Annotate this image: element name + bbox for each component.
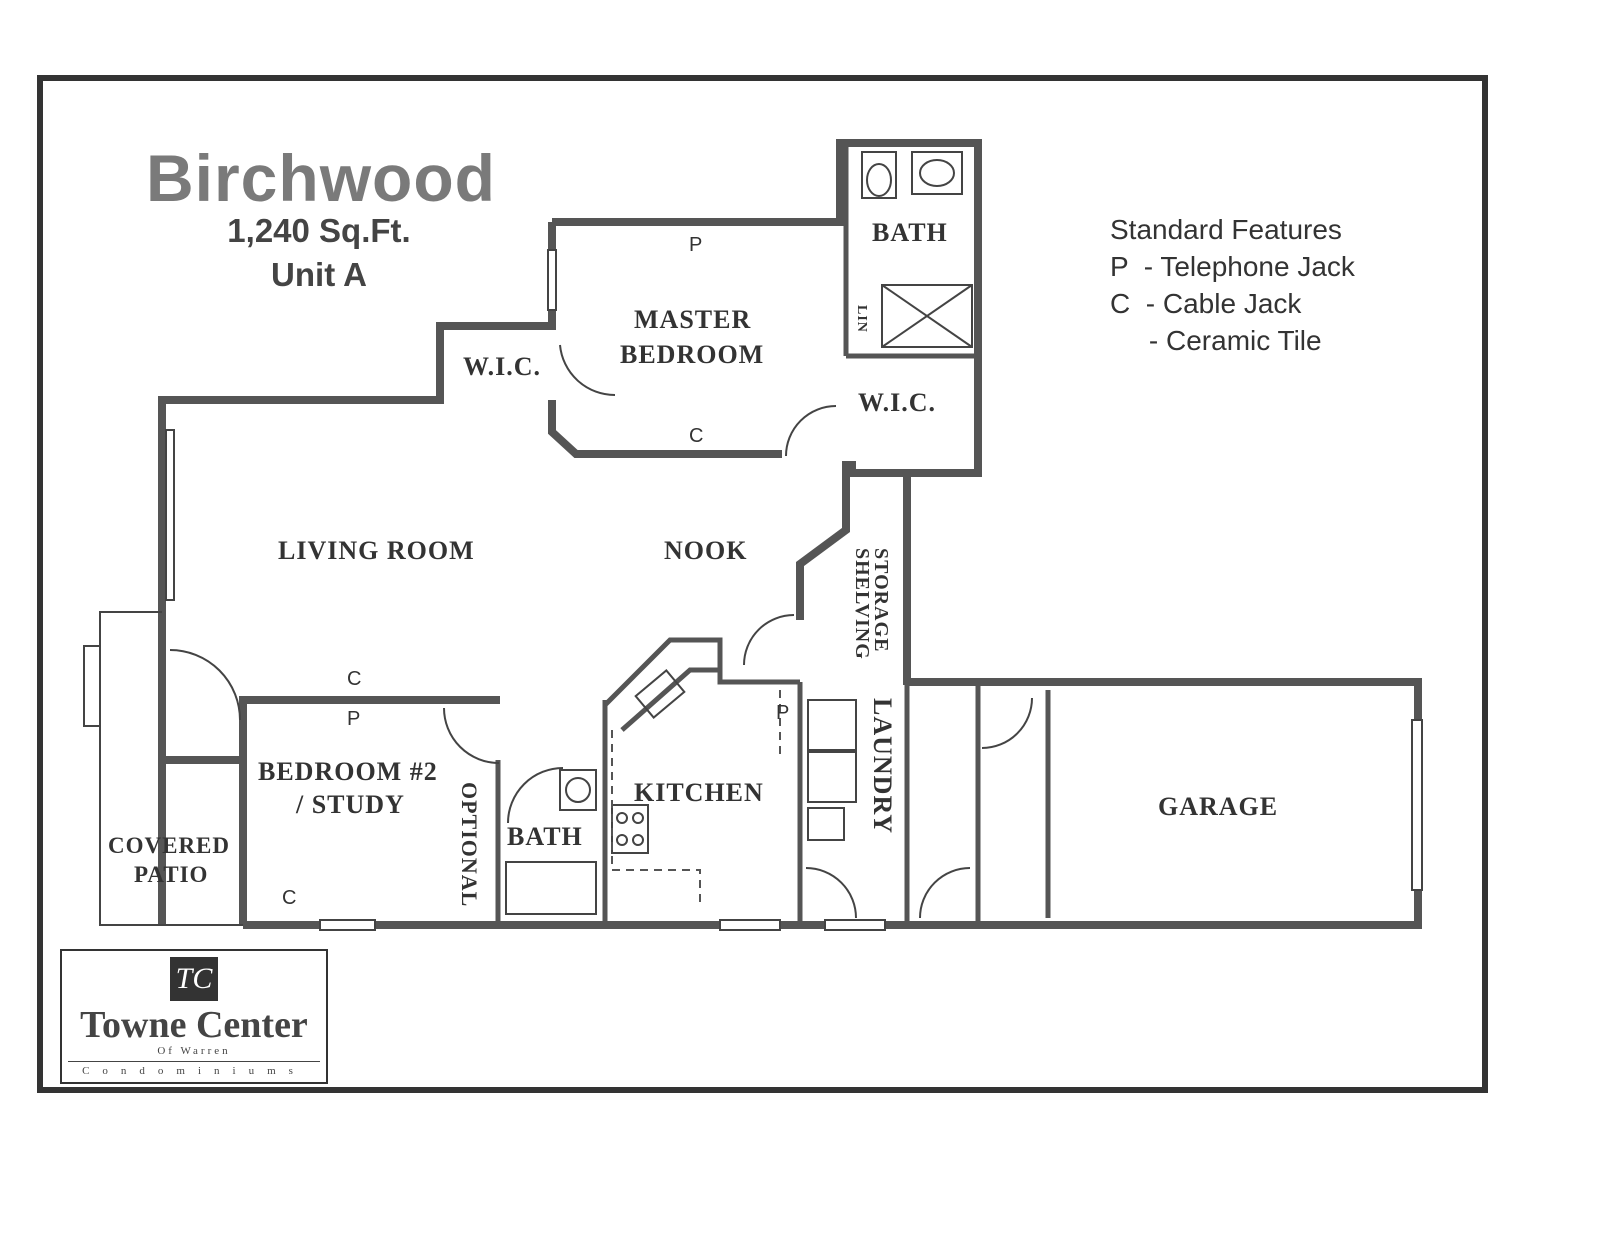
kitchen-sink [634, 669, 686, 719]
plan-area: 1,240 Sq.Ft. [227, 212, 411, 249]
room-label-shelving: SHELVING [851, 548, 873, 660]
dryer [807, 751, 857, 803]
room-label-storage: STORAGE [870, 548, 892, 653]
telephone-jack-master: P [689, 234, 703, 256]
laundry-door-swing [805, 867, 857, 919]
features-heading: Standard Features [1110, 214, 1342, 245]
page-frame [37, 75, 1488, 1093]
shower-x2 [881, 284, 973, 348]
sink-basin [919, 159, 955, 187]
room-label-linen: LIN [854, 305, 869, 333]
room-label-bath2: BATH [507, 822, 583, 851]
washer [807, 699, 857, 751]
room-label-wic-right: W.I.C. [858, 388, 937, 417]
storage-door-swing [743, 614, 795, 666]
nook-east-wall [796, 461, 850, 620]
patio-door-swing [169, 649, 241, 721]
laundry-window [824, 919, 886, 931]
feature-item-cable: C - Cable Jack [1110, 288, 1302, 319]
room-label-living: LIVING ROOM [278, 536, 475, 565]
vanity-sink [911, 151, 963, 195]
bathtub [505, 861, 597, 915]
kitchen-counter [603, 637, 800, 707]
feature-item-tile: - Ceramic Tile [1110, 325, 1322, 356]
room-label-master-bath: BATH [872, 218, 948, 247]
living-window [165, 429, 175, 601]
laundry-sink [807, 807, 845, 841]
bath2-basin [565, 777, 591, 803]
cable-jack-living: C [347, 668, 362, 690]
room-label-wic-left: W.I.C. [463, 352, 542, 381]
toilet [861, 151, 897, 199]
kitchen-window [719, 919, 781, 931]
bedroom2-wall [239, 696, 500, 925]
master-bedroom-south-wall [548, 400, 782, 458]
patio-grill [83, 645, 101, 727]
fixtures [83, 151, 1423, 931]
interior-walls [495, 143, 1051, 925]
cable-jack-bedroom2: C [282, 887, 297, 909]
nook-door-swing [785, 405, 837, 457]
room-label-laundry: LAUNDRY [868, 698, 897, 835]
logo-tagline: Condominiums [82, 1065, 306, 1077]
master-door-swing [559, 344, 616, 397]
room-label-bedroom2-2: / STUDY [296, 790, 405, 819]
garage-window [1411, 719, 1423, 891]
upper-cabinets [611, 690, 781, 905]
garage-entry-swing [981, 697, 1033, 749]
patio-outline [99, 611, 243, 926]
room-label-master-2: BEDROOM [620, 340, 765, 369]
plan-unit: Unit A [271, 256, 367, 293]
room-label-kitchen: KITCHEN [634, 778, 764, 807]
bedroom2-window [319, 919, 376, 931]
toilet-bowl [866, 163, 892, 197]
feature-item-telephone: P - Telephone Jack [1110, 251, 1355, 282]
range [611, 804, 649, 854]
logo-divider [68, 1061, 320, 1062]
telephone-jack-bedroom2: P [347, 708, 361, 730]
bedroom2-door-swing [443, 707, 500, 764]
cable-jack-master: C [689, 425, 704, 447]
shower [881, 284, 973, 348]
plan-name: Birchwood [146, 141, 496, 215]
room-label-garage: GARAGE [1158, 792, 1279, 821]
room-label-master-1: MASTER [634, 305, 752, 334]
room-label-optional: OPTIONAL [457, 782, 482, 908]
tc-monogram: TC [170, 957, 218, 1001]
kitchen-island [620, 667, 720, 732]
bath2-sink [559, 769, 597, 811]
bath2-door-swing [507, 767, 564, 824]
room-label-nook: NOOK [664, 536, 748, 565]
room-label-patio-2: PATIO [134, 862, 209, 887]
room-label-bedroom2-1: BEDROOM #2 [258, 757, 438, 786]
master-suite-wall [552, 139, 982, 477]
garage-door-swing [919, 867, 971, 919]
logo-of-warren: Of Warren [157, 1045, 231, 1057]
master-window [547, 249, 557, 311]
logo-name: Towne Center [80, 1004, 308, 1046]
towne-center-logo: TC Towne Center Of Warren Condominiums [60, 949, 328, 1084]
telephone-jack-kitchen: P [776, 702, 790, 724]
room-label-patio-1: COVERED [108, 833, 231, 858]
